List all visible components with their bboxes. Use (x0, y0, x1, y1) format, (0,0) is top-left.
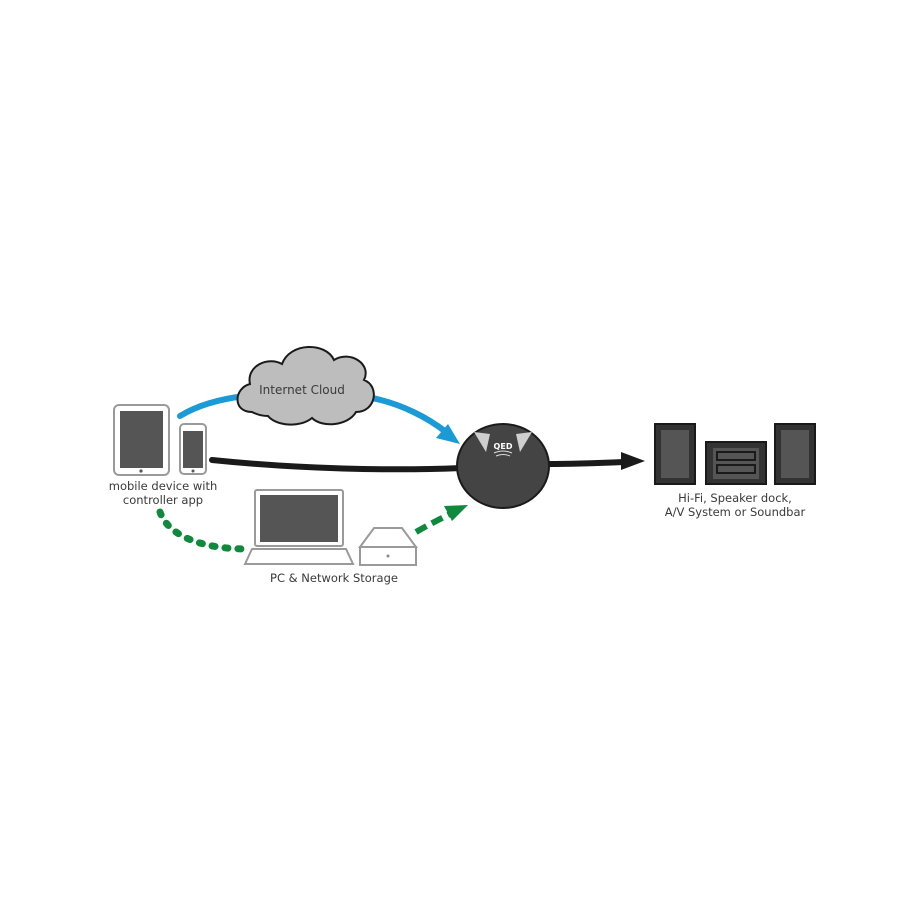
cloud-to-streamer-arrowhead (436, 424, 460, 444)
left-speaker-icon (654, 423, 696, 485)
cloud-label: Internet Cloud (259, 383, 345, 397)
mobile-devices: mobile device with controller app (109, 404, 218, 507)
cloud-shape (236, 346, 375, 426)
laptop-icon (243, 489, 355, 565)
streamer-top-left-fin (474, 432, 490, 452)
hifi-system: Hi-Fi, Speaker dock, A/V System or Sound… (654, 423, 816, 519)
hifi-label-line1: Hi-Fi, Speaker dock, (678, 491, 792, 505)
storage-to-streamer-link (414, 510, 454, 535)
tablet-icon (113, 404, 170, 476)
streamer-logo: QED (494, 442, 513, 451)
cloud-to-streamer-link (371, 395, 448, 435)
mobile-to-cloud-link (177, 393, 248, 419)
mobile-to-pc-link (156, 508, 252, 553)
hifi-label-line2: A/V System or Soundbar (665, 505, 806, 519)
right-speaker-icon (774, 423, 816, 485)
streamer-to-hifi-arrowhead (621, 452, 645, 470)
mobile-label-line2: controller app (123, 493, 203, 507)
phone-icon (179, 423, 207, 475)
mobile-label-line1: mobile device with (109, 479, 218, 493)
streamer-top-right-fin (516, 432, 532, 452)
mobile-to-streamer-link (209, 457, 465, 473)
pc-storage-label: PC & Network Storage (270, 571, 398, 585)
streamer-body (456, 423, 550, 509)
qed-streamer: QED (456, 423, 550, 509)
hifi-unit-icon (705, 441, 767, 485)
storage-to-streamer-arrowhead (444, 505, 468, 521)
network-storage-icon (358, 527, 418, 566)
streamer-to-hifi-link (547, 459, 625, 467)
internet-cloud: Internet Cloud (236, 346, 375, 426)
